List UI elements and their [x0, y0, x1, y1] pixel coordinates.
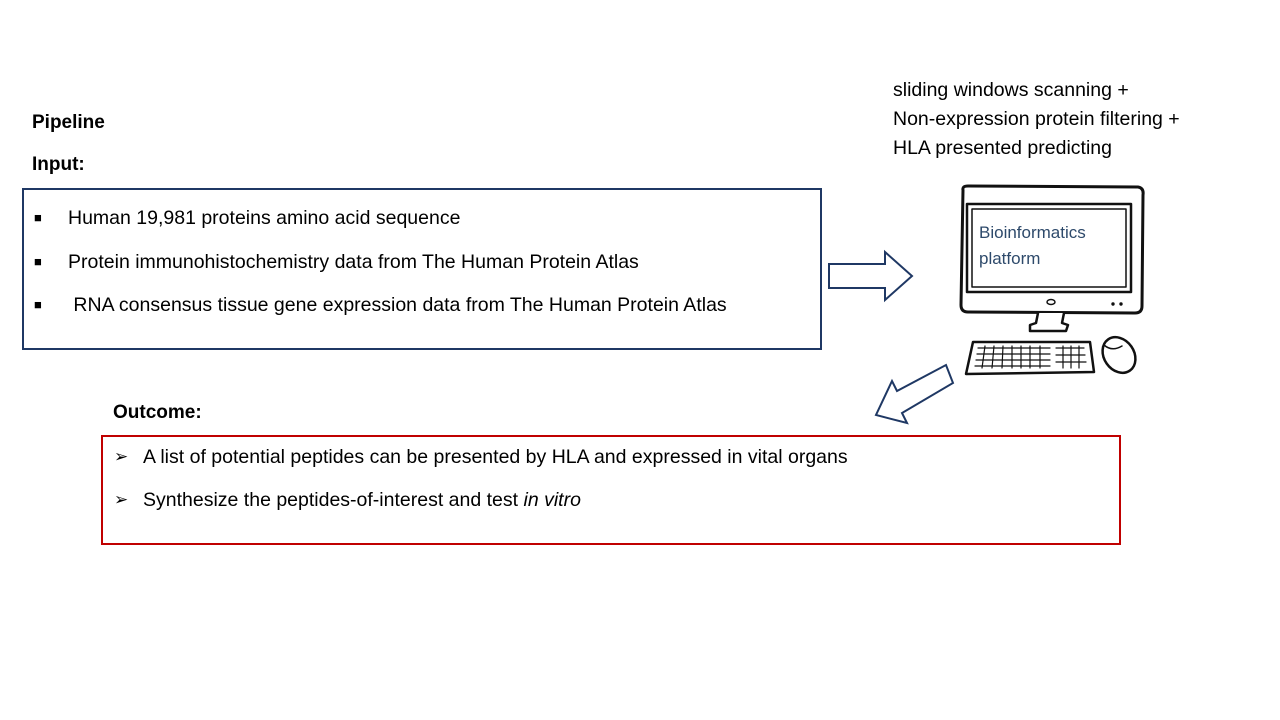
- platform-label-line: platform: [979, 249, 1041, 268]
- outcome-item-plain: Synthesize the peptides-of-interest and …: [143, 489, 524, 511]
- outcome-item-italic: in vitro: [523, 489, 581, 511]
- arrow-right-icon: [828, 249, 914, 303]
- outcome-heading: Outcome:: [113, 402, 202, 423]
- platform-label-line: Bioinformatics: [979, 223, 1086, 242]
- process-steps: sliding windows scanning + Non-expressio…: [893, 76, 1180, 163]
- input-item-text: Protein immunohistochemistry data from T…: [68, 251, 639, 273]
- process-step: HLA presented predicting: [893, 137, 1112, 159]
- input-heading: Input:: [32, 154, 85, 175]
- input-item-text: Human 19,981 proteins amino acid sequenc…: [68, 207, 461, 229]
- input-box: [22, 188, 822, 350]
- platform-label: Bioinformatics platform: [979, 220, 1086, 272]
- pipeline-title: Pipeline: [32, 112, 105, 133]
- arrow-bullet-icon: ➢: [114, 447, 129, 466]
- computer-icon: [959, 184, 1145, 376]
- outcome-box: [101, 435, 1121, 545]
- arrow-bullet-icon: ➢: [114, 490, 129, 509]
- outcome-item-text: A list of potential peptides can be pres…: [143, 446, 848, 468]
- arrow-down-left-icon: [874, 363, 955, 425]
- outcome-item-plain: A list of potential peptides can be pres…: [143, 446, 848, 468]
- square-bullet-icon: ■: [34, 254, 42, 269]
- outcome-item-text: Synthesize the peptides-of-interest and …: [143, 489, 581, 511]
- square-bullet-icon: ■: [34, 210, 42, 225]
- process-step: sliding windows scanning +: [893, 79, 1129, 101]
- input-item-text: RNA consensus tissue gene expression dat…: [68, 294, 727, 316]
- process-step: Non-expression protein filtering +: [893, 108, 1180, 130]
- square-bullet-icon: ■: [34, 297, 42, 312]
